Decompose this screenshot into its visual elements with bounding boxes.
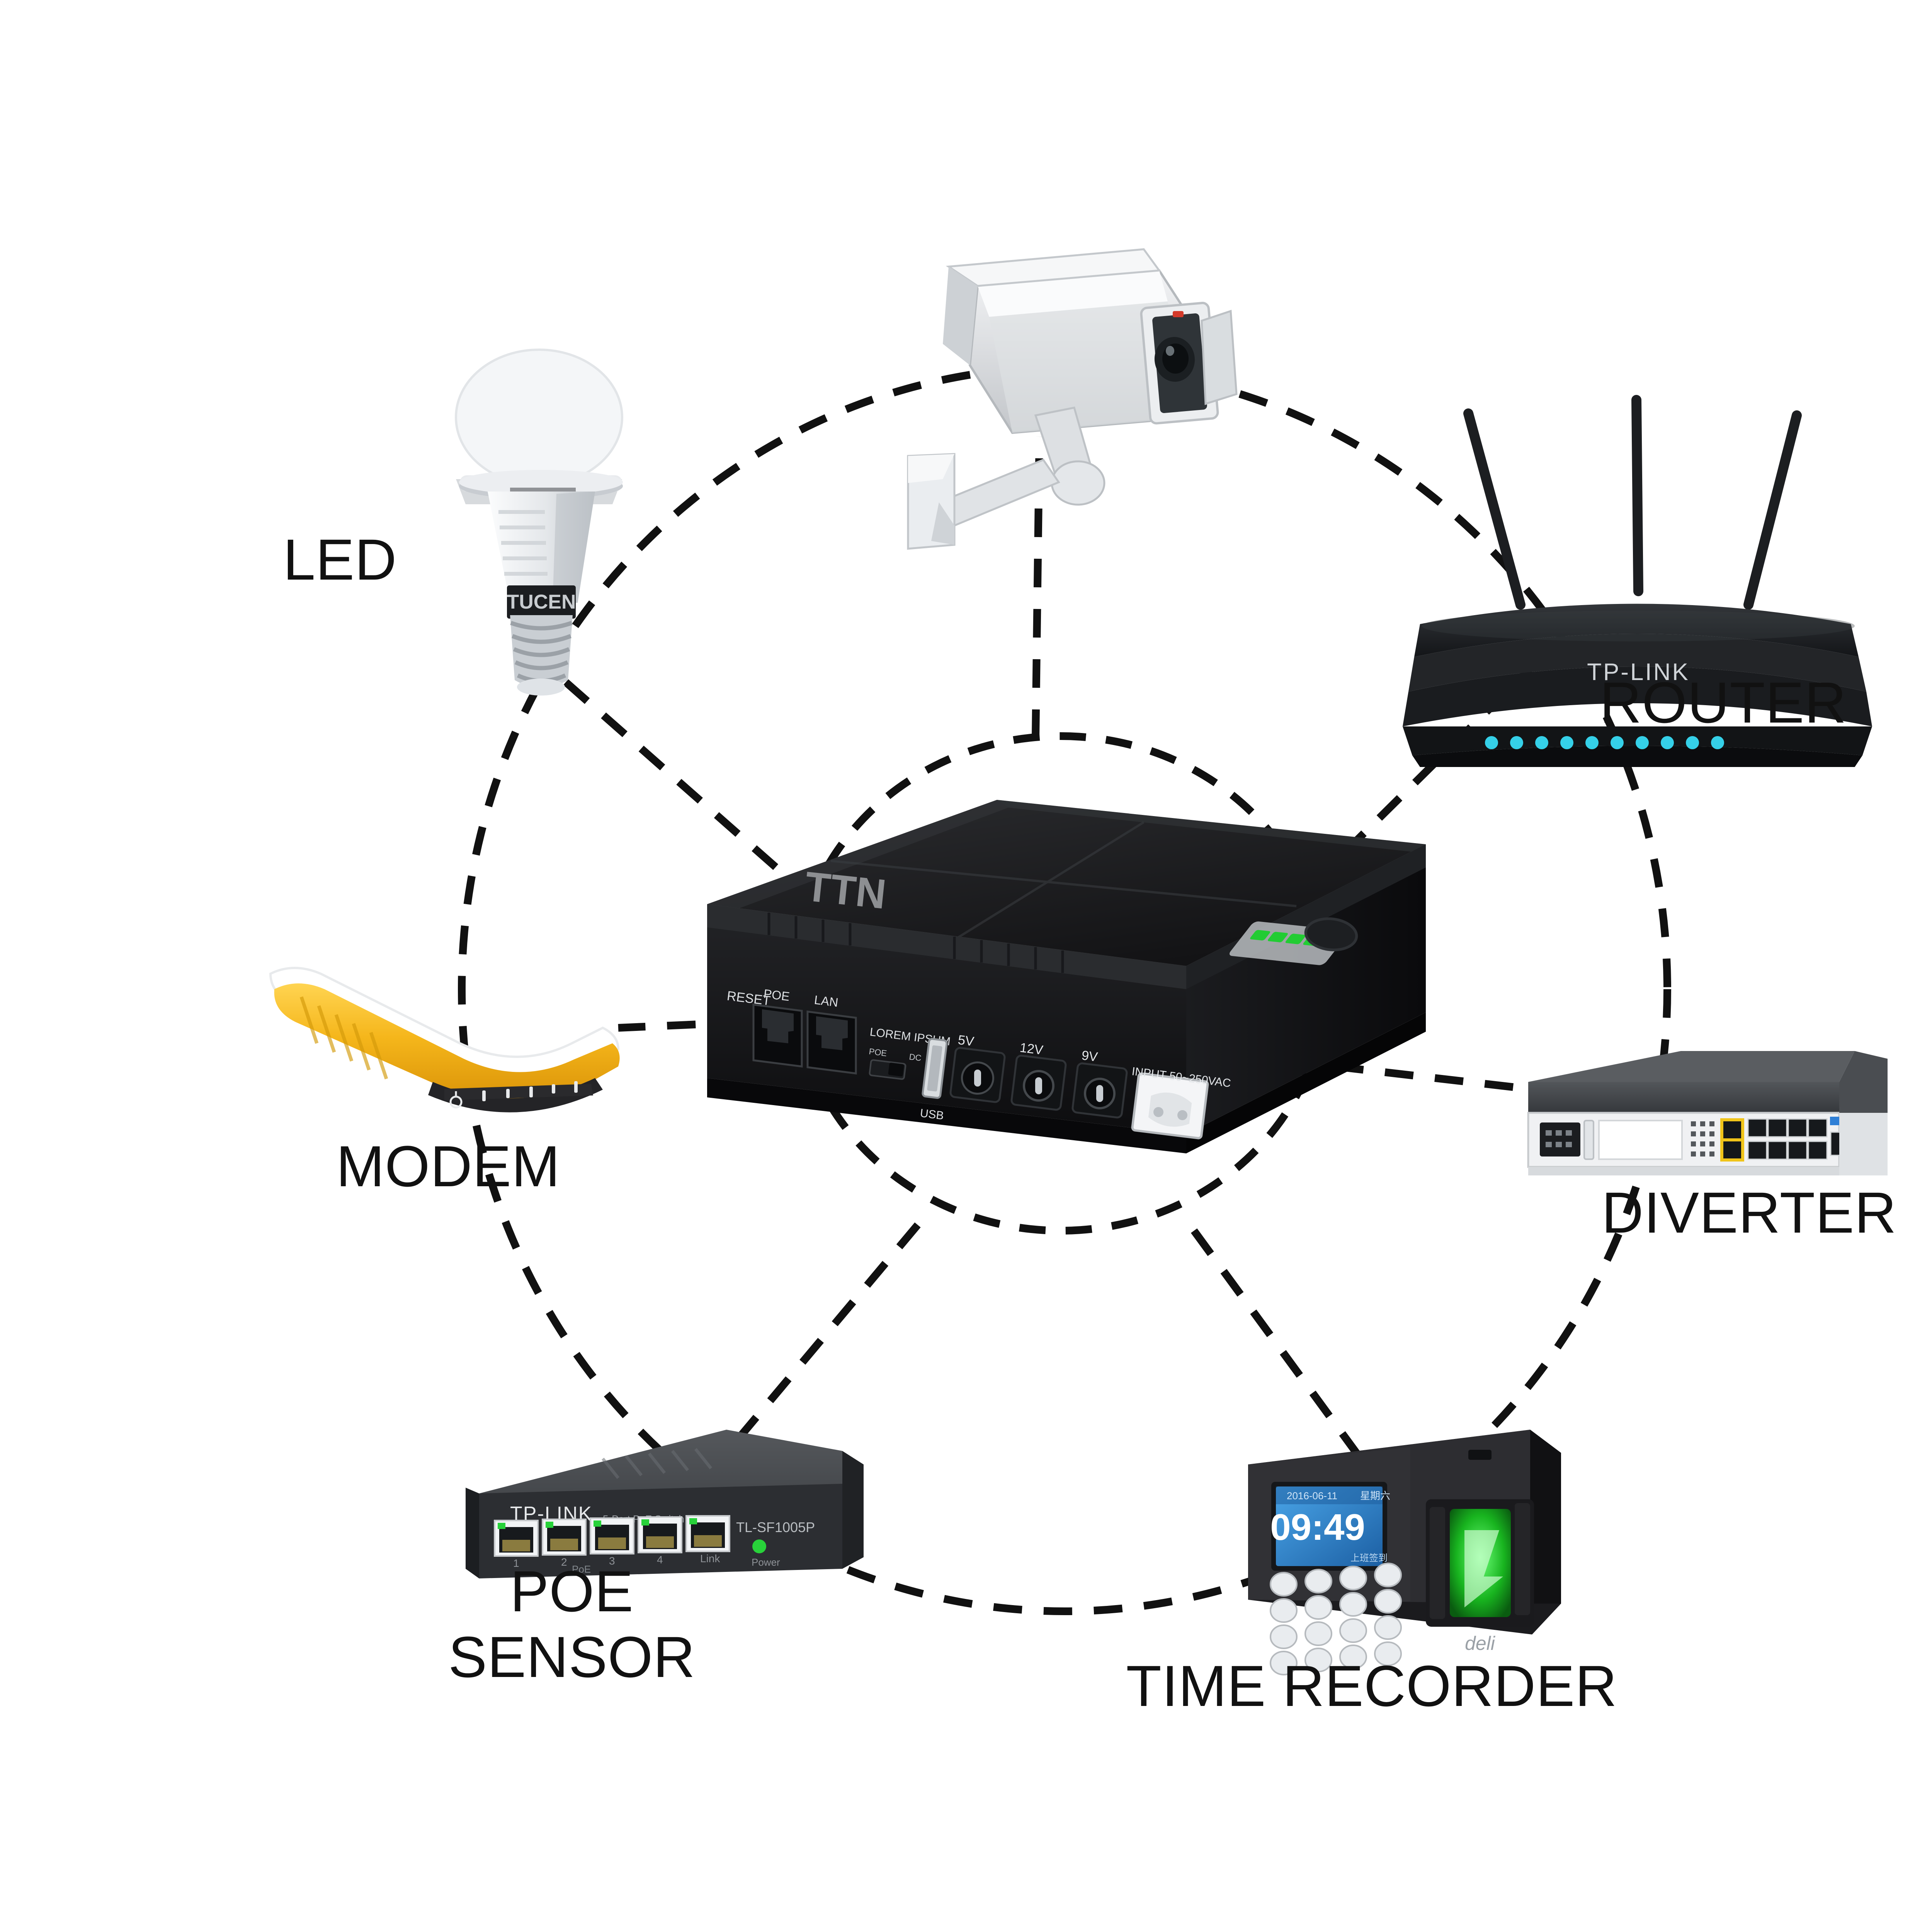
diverter-rj45-ports (1747, 1118, 1828, 1160)
svg-text:上班签到: 上班签到 (1350, 1553, 1388, 1563)
fingerprint-time-clock-icon: 2016-06-11 星期六 09:49 上班签到 deli (1248, 1430, 1561, 1675)
svg-text:TUCEN: TUCEN (507, 591, 576, 613)
poe-switch-icon: TP-LINK 5-Port PoE Switch TL-SF1005P (466, 1430, 864, 1578)
svg-text:2: 2 (561, 1556, 567, 1568)
svg-text:Power: Power (752, 1556, 780, 1568)
ttn-ups-hub: TTN RESET POE LAN LOREM IPSUM POE (707, 800, 1426, 1153)
svg-text:Link: Link (700, 1553, 720, 1565)
time-recorder-display: 09:49 (1270, 1507, 1365, 1548)
mode-toggle-switch[interactable] (869, 1059, 906, 1080)
label-poe-sensor-line2: SENSOR (448, 1624, 695, 1689)
dc-5v-label: 5V (957, 1032, 975, 1049)
label-router: ROUTER (1600, 670, 1847, 735)
svg-text:PoE: PoE (572, 1563, 591, 1575)
switch-pos-b-label: DC (908, 1052, 922, 1063)
router-antennas (1463, 395, 1802, 610)
modem-status-leds (449, 1081, 578, 1109)
label-poe-sensor-line1: POE (510, 1559, 634, 1624)
modem-icon (269, 967, 620, 1112)
lan-rj45-port[interactable] (806, 1010, 857, 1075)
lan-port-label: LAN (813, 993, 839, 1009)
bulb-screw-base (510, 615, 573, 696)
led-bulb-icon: TUCEN (455, 349, 623, 696)
router-led-indicators (1485, 736, 1724, 749)
label-led: LED (283, 527, 397, 592)
time-recorder-brand: deli (1465, 1633, 1496, 1654)
spoke-to-led (534, 654, 816, 903)
rack-appliance-icon (1527, 1051, 1888, 1175)
usb-port[interactable] (922, 1038, 948, 1099)
dc-output-9v[interactable] (1071, 1062, 1128, 1119)
dc-12v-label: 12V (1019, 1040, 1044, 1058)
poe-switch-model: TL-SF1005P (736, 1519, 815, 1535)
svg-text:3: 3 (609, 1555, 615, 1567)
dc-output-12v[interactable] (1010, 1054, 1067, 1111)
ups-power-button[interactable] (1304, 916, 1358, 952)
spoke-to-diverter (1334, 1063, 1519, 1092)
svg-text:星期六: 星期六 (1360, 1490, 1390, 1502)
svg-text:2016-06-11: 2016-06-11 (1287, 1490, 1337, 1502)
label-time-recorder: TIME RECORDER (1126, 1653, 1617, 1718)
router-brand: TP-LINK (1587, 659, 1690, 685)
poe-rj45-port[interactable] (752, 1003, 803, 1068)
ttn-logo: TTN (803, 863, 888, 918)
cctv-camera-icon (907, 248, 1238, 550)
time-recorder-keypad[interactable] (1270, 1563, 1402, 1675)
label-modem: MODEM (336, 1134, 560, 1199)
poe-port-label: POE (763, 986, 790, 1003)
switch-pos-a-label: POE (868, 1046, 887, 1058)
svg-text:4: 4 (657, 1554, 663, 1566)
dc-9v-label: 9V (1081, 1048, 1099, 1065)
svg-text:1: 1 (513, 1557, 519, 1569)
ac-inlet[interactable] (1131, 1072, 1209, 1139)
dc-output-5v[interactable] (949, 1047, 1006, 1103)
poe-switch-ports (494, 1515, 730, 1557)
wifi-router-icon: TP-LINK (1403, 395, 1872, 767)
diverter-vent-grid (1691, 1121, 1714, 1156)
label-diverter: DIVERTER (1602, 1180, 1897, 1245)
usb-label: USB (919, 1107, 944, 1122)
